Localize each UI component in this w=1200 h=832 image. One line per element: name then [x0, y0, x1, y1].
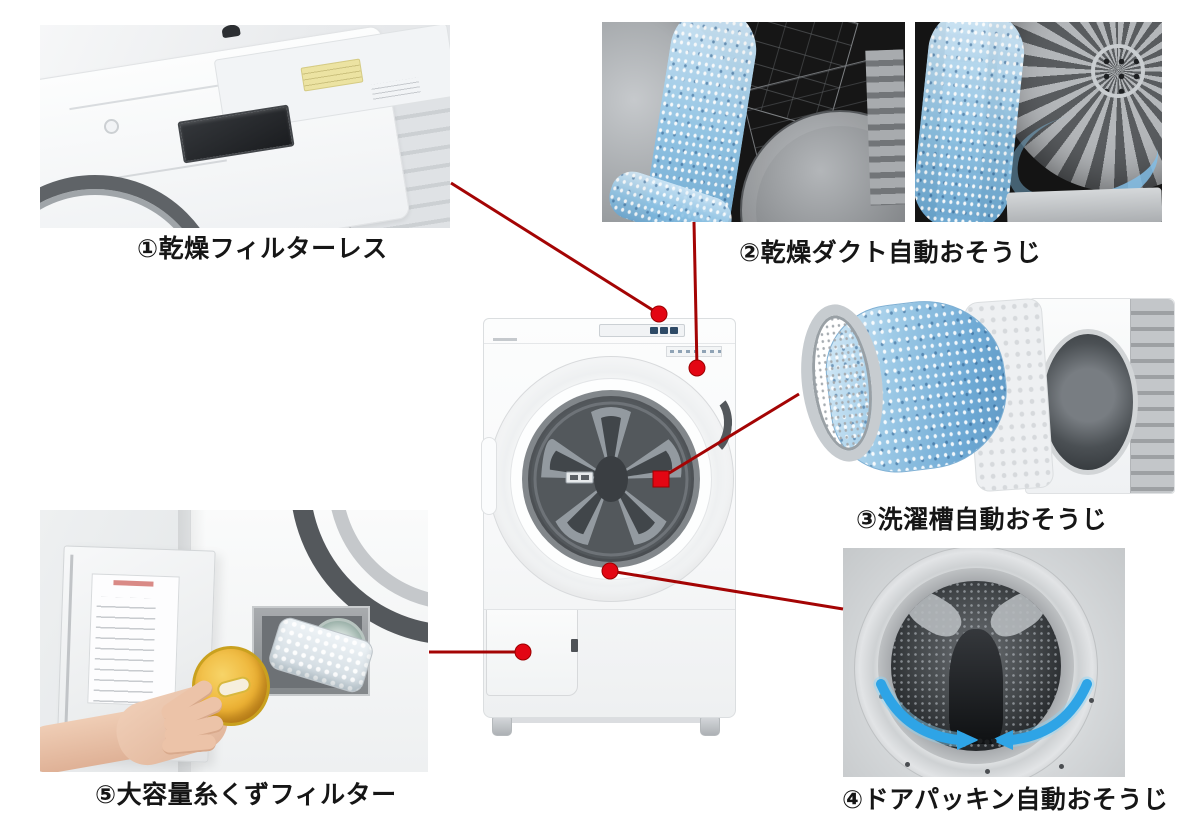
machine-base — [505, 717, 700, 723]
control-display — [599, 324, 685, 337]
gasket-clean-arrows — [873, 676, 1095, 750]
screw — [905, 762, 910, 767]
drum-star-pattern — [531, 399, 691, 559]
water-inlet — [221, 25, 241, 39]
filter-cap-grip — [215, 674, 253, 700]
door-glass — [528, 396, 694, 562]
caption-feature1: ①乾燥フィルターレス — [137, 234, 388, 263]
door-hinge — [63, 554, 74, 749]
control-button — [670, 327, 678, 334]
lower-seam — [484, 609, 735, 610]
machine-shell — [1025, 298, 1175, 494]
center-washer-illustration — [481, 318, 736, 718]
machine-foot-right — [700, 717, 720, 736]
machine-foot-left — [492, 717, 512, 736]
feature5-photo-lint-filter — [40, 510, 428, 772]
control-button — [650, 327, 658, 334]
feature2-photo-duct-right — [915, 22, 1162, 222]
caption-feature5: ⑤大容量糸くずフィルター — [95, 780, 397, 809]
door-glass-rim — [522, 390, 700, 568]
drum-center-cone — [948, 628, 1004, 745]
dispenser-panel — [666, 346, 722, 357]
control-button — [660, 327, 668, 334]
screw — [1089, 698, 1094, 703]
caption-feature3: ③洗濯槽自動おそうじ — [856, 505, 1108, 534]
feature3-illustration-wash-tub — [790, 278, 1180, 497]
housing-ledge — [1006, 187, 1162, 222]
lid-seam — [484, 343, 735, 344]
lower-door-handle — [571, 639, 578, 652]
caption-feature4: ④ドアパッキン自動おそうじ — [842, 785, 1169, 814]
feature2-photo-duct-left — [602, 22, 905, 222]
lower-access-door — [486, 610, 578, 696]
door-inner-ring — [510, 378, 712, 580]
duct-fins — [865, 49, 905, 206]
door-hinge-tab — [481, 437, 497, 515]
door-outer-ring — [488, 356, 734, 602]
fan-hub — [1091, 44, 1145, 98]
feature4-photo-door-packing — [843, 548, 1125, 777]
caption-feature2: ②乾燥ダクト自動おそうじ — [739, 238, 1042, 267]
tub-opening — [1038, 329, 1138, 475]
feature1-photo-washer-top — [40, 25, 450, 228]
instruction-sticker — [87, 573, 180, 707]
screw — [985, 769, 990, 774]
screw — [879, 694, 884, 699]
power-button — [104, 119, 119, 134]
brand-mark — [493, 338, 517, 341]
screw — [1059, 764, 1064, 769]
